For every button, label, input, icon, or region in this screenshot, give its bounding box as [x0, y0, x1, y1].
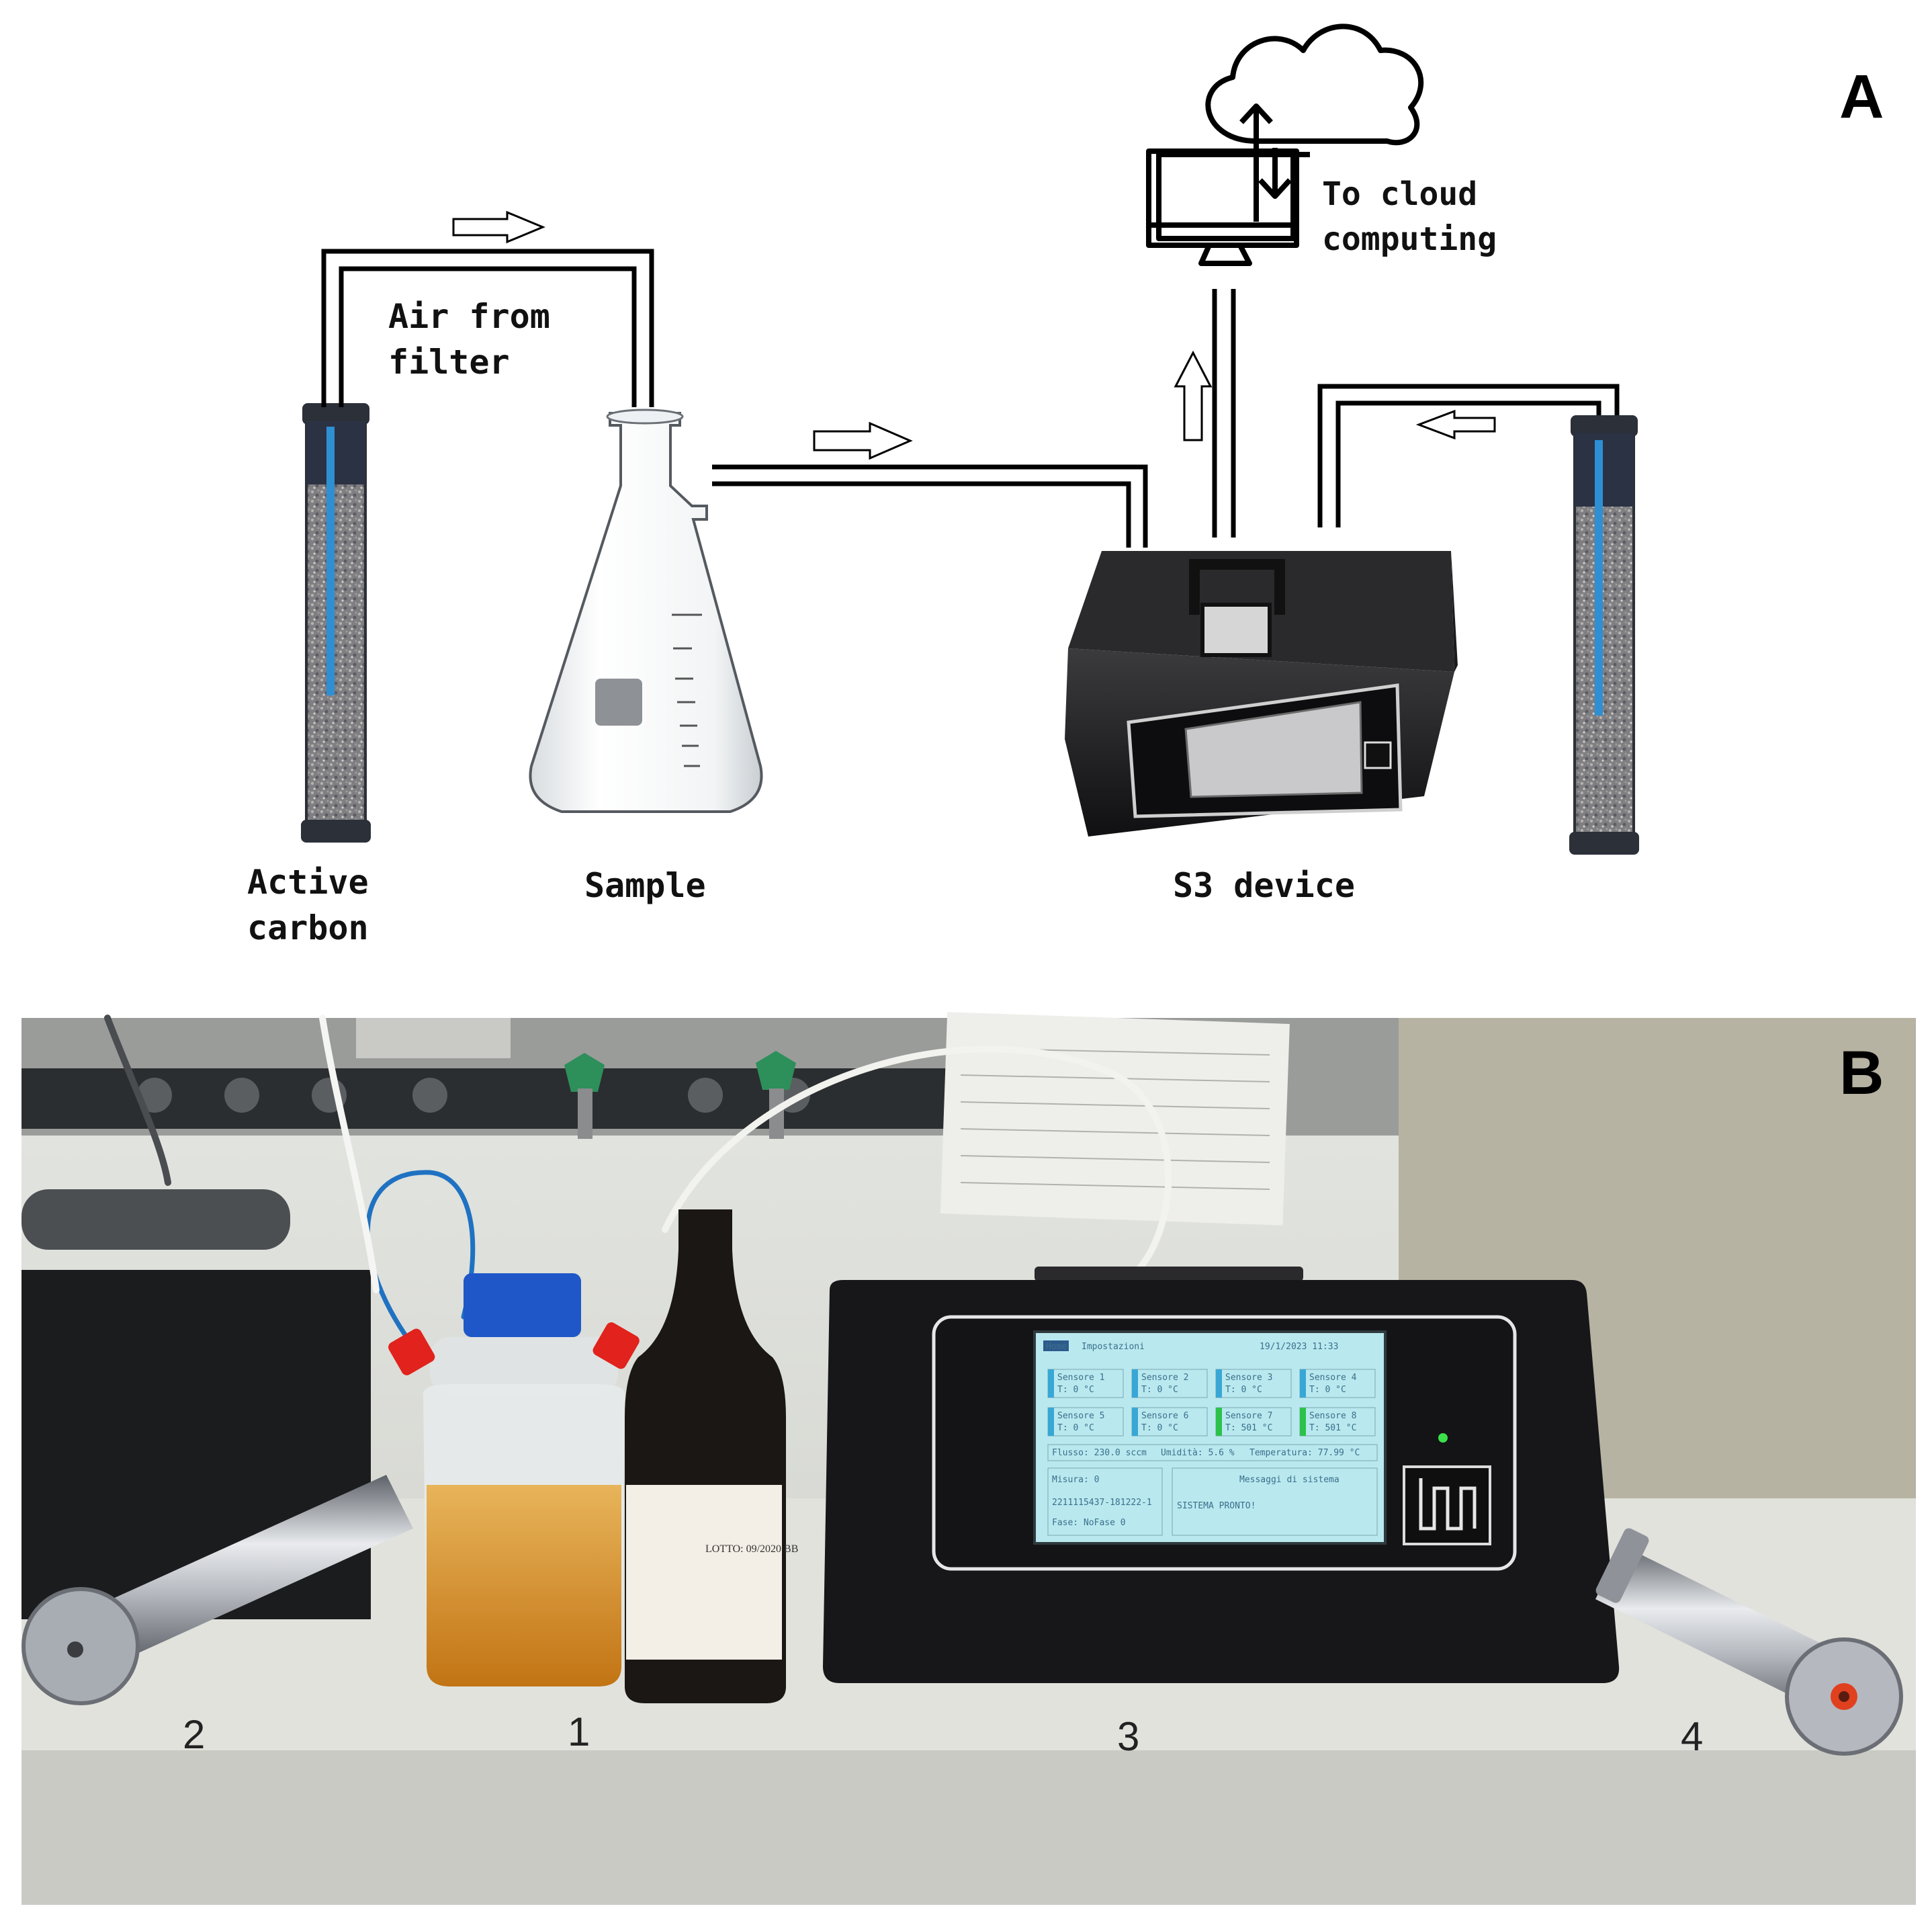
pipes — [321, 249, 1620, 548]
sensor-2-name: Sensore 2 — [1141, 1373, 1188, 1383]
active-carbon-column-left — [301, 403, 371, 843]
panel-a-letter: A — [1839, 62, 1884, 131]
screen-tab-home[interactable]: Home — [1046, 1342, 1067, 1352]
sample-bottle — [388, 1273, 640, 1686]
cloud-label-line2: computing — [1322, 220, 1497, 258]
filter-cylinder-2 — [21, 1475, 413, 1705]
upload-arrow-icon — [1239, 103, 1273, 222]
phase-readout: Fase: NoFase 0 — [1052, 1518, 1126, 1528]
arrow-up-icon — [1174, 350, 1213, 441]
device-label: S3 device — [1173, 866, 1355, 905]
active-carbon-label-line2: carbon — [247, 908, 369, 947]
sensor-3-name: Sensore 3 — [1225, 1373, 1272, 1383]
item-number-2: 2 — [183, 1712, 205, 1757]
sensor-2-temp: T: 0 °C — [1141, 1385, 1178, 1395]
download-arrow-icon — [1258, 148, 1292, 199]
sensor-4-name: Sensore 4 — [1309, 1373, 1357, 1383]
sample-label: Sample — [584, 866, 706, 905]
sensor-4-temp: T: 0 °C — [1309, 1385, 1346, 1395]
device-screen: Home Impostazioni 19/1/2023 11:33 — [1043, 1340, 1378, 1536]
flow-readout: Flusso: 230.0 sccm — [1052, 1448, 1147, 1458]
cloud-label-line1: To cloud — [1322, 175, 1477, 213]
cloud-icon — [1205, 24, 1424, 146]
beer-bottle: LOTTO: 09/2020 BB — [625, 1209, 798, 1703]
item-number-4: 4 — [1681, 1714, 1703, 1759]
gas-valves — [564, 1051, 796, 1139]
sensor-grid: Sensore 1 T: 0 °C Sensore 2 T: 0 °C Sens… — [1047, 1369, 1376, 1437]
run-code: 2211115437-181222-1 — [1052, 1498, 1152, 1508]
panel-b-letter: B — [1839, 1039, 1884, 1107]
bottle-label-text: LOTTO: 09/2020 BB — [705, 1543, 798, 1555]
s3-device-photo — [823, 1267, 1620, 1683]
sensor-1-temp: T: 0 °C — [1057, 1385, 1094, 1395]
sensor-7-temp: T: 501 °C — [1225, 1423, 1272, 1433]
sensor-6-name: Sensore 6 — [1141, 1411, 1188, 1421]
item-number-1: 1 — [568, 1709, 590, 1754]
screen-tab-settings[interactable]: Impostazioni — [1082, 1342, 1145, 1352]
active-carbon-label-line1: Active — [247, 863, 369, 902]
arrow-right-top-icon — [452, 210, 545, 244]
sensor-8-temp: T: 501 °C — [1309, 1423, 1356, 1433]
screen-datetime: 19/1/2023 11:33 — [1260, 1342, 1338, 1352]
air-label-line2: filter — [388, 343, 510, 382]
panel-a-labels: Air from filter To cloud computing Activ… — [247, 175, 1497, 947]
s3-device-drawing — [1065, 551, 1458, 837]
sensor-3-temp: T: 0 °C — [1225, 1385, 1262, 1395]
filter-cylinder-4 — [1595, 1528, 1903, 1756]
arrow-left-icon — [1415, 409, 1496, 440]
sensor-1-name: Sensore 1 — [1057, 1373, 1104, 1383]
sensor-5-name: Sensore 5 — [1057, 1411, 1104, 1421]
sensor-6-temp: T: 0 °C — [1141, 1423, 1178, 1433]
air-label-line1: Air from — [388, 297, 550, 336]
panel-a: A — [247, 24, 1884, 947]
temperature-readout: Temperatura: 77.99 °C — [1249, 1448, 1360, 1458]
arrow-right-mid-icon — [813, 421, 913, 460]
humidity-readout: Umidità: 5.6 % — [1161, 1448, 1235, 1458]
system-status: SISTEMA PRONTO! — [1177, 1501, 1256, 1511]
sensor-8-name: Sensore 8 — [1309, 1411, 1356, 1421]
messages-title: Messaggi di sistema — [1239, 1475, 1340, 1485]
panel-b-photo: LOTTO: 09/2020 BB Home Impostazioni 19/1… — [21, 1012, 1916, 1905]
active-carbon-column-right — [1569, 415, 1639, 855]
sensor-5-temp: T: 0 °C — [1057, 1423, 1094, 1433]
cloud-computer-icon — [1146, 24, 1424, 266]
sample-flask — [529, 409, 763, 813]
flow-arrows — [452, 210, 1496, 460]
measure-readout: Misura: 0 — [1052, 1475, 1099, 1485]
item-number-3: 3 — [1117, 1714, 1139, 1759]
sensor-7-name: Sensore 7 — [1225, 1411, 1272, 1421]
